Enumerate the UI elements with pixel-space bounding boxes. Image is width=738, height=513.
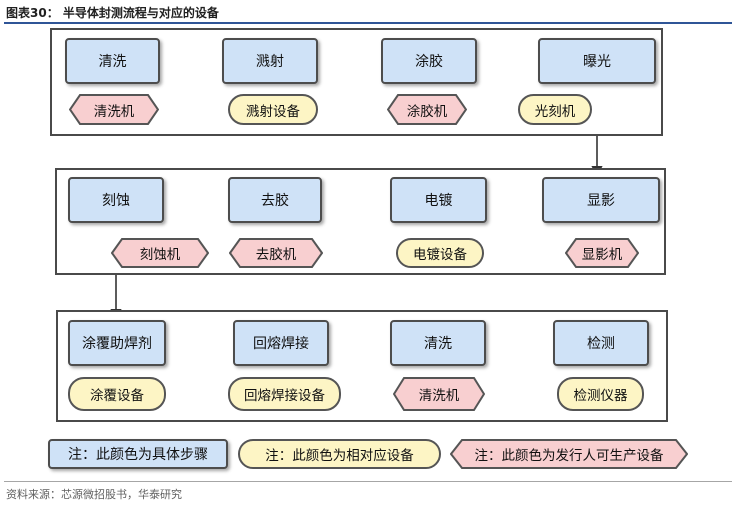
issuer-equipment-shape <box>229 238 323 268</box>
issuer-equipment-shape <box>69 94 159 125</box>
step-box: 涂胶 <box>381 38 477 84</box>
equipment-tag: 检测仪器 <box>557 377 644 411</box>
legend-issuer-label: 注：此颜色为发行人可生产设备 <box>474 448 664 464</box>
equipment-label: 光刻机 <box>534 103 576 120</box>
step-label: 涂覆助焊剂 <box>82 336 152 352</box>
step-box: 显影 <box>542 177 660 223</box>
step-label: 检测 <box>587 336 615 352</box>
legend-issuer: 注：此颜色为发行人可生产设备 <box>450 439 688 469</box>
step-label: 清洗 <box>98 54 127 70</box>
step-label: 涂胶 <box>415 54 443 70</box>
step-label: 刻蚀 <box>102 193 130 209</box>
issuer-equipment-tag: 刻蚀机 <box>111 238 209 268</box>
source-note: 资料来源：芯源微招股书，华泰研究 <box>6 488 182 501</box>
issuer-equipment-label: 清洗机 <box>418 388 460 404</box>
source-rule <box>4 481 732 482</box>
equipment-label: 回熔焊接设备 <box>244 388 325 404</box>
issuer-equipment-tag: 去胶机 <box>229 238 323 268</box>
step-box: 电镀 <box>390 177 487 223</box>
issuer-equipment-tag: 显影机 <box>565 238 639 268</box>
figure-title: 图表30： 半导体封测流程与对应的设备 <box>6 6 219 20</box>
equipment-tag: 电镀设备 <box>396 238 484 268</box>
step-box: 去胶 <box>228 177 322 223</box>
step-label: 电镀 <box>424 193 453 209</box>
step-box: 清洗 <box>65 38 160 84</box>
legend-issuer-shape <box>450 439 688 469</box>
issuer-equipment-shape <box>393 377 485 411</box>
step-label: 回熔焊接 <box>253 336 309 352</box>
step-box: 刻蚀 <box>68 177 164 223</box>
issuer-equipment-shape <box>387 94 467 125</box>
issuer-equipment-tag: 清洗机 <box>69 94 159 125</box>
legend-equipment-label: 注：此颜色为相对应设备 <box>265 448 414 464</box>
legend-step-label: 注：此颜色为具体步骤 <box>68 447 208 463</box>
equipment-label: 涂覆设备 <box>90 388 144 404</box>
equipment-label: 电镀设备 <box>413 247 467 263</box>
issuer-equipment-label: 涂胶机 <box>406 103 448 120</box>
step-label: 去胶 <box>261 193 289 209</box>
equipment-tag: 涂覆设备 <box>68 377 166 411</box>
equipment-label: 检测仪器 <box>573 388 628 404</box>
step-box: 涂覆助焊剂 <box>68 320 166 366</box>
title-rule <box>4 22 732 24</box>
issuer-equipment-label: 显影机 <box>581 247 623 263</box>
issuer-equipment-shape <box>565 238 639 268</box>
issuer-equipment-tag: 清洗机 <box>393 377 485 411</box>
equipment-tag: 回熔焊接设备 <box>228 377 341 411</box>
legend-equipment: 注：此颜色为相对应设备 <box>238 439 441 469</box>
step-box: 清洗 <box>390 320 486 366</box>
issuer-equipment-label: 去胶机 <box>255 247 297 263</box>
equipment-tag: 溅射设备 <box>228 94 318 125</box>
equipment-tag: 光刻机 <box>518 94 592 125</box>
issuer-equipment-shape <box>111 238 209 268</box>
step-box: 检测 <box>553 320 649 366</box>
step-box: 曝光 <box>538 38 656 84</box>
issuer-equipment-label: 清洗机 <box>93 103 135 120</box>
step-box: 回熔焊接 <box>233 320 329 366</box>
legend-step: 注：此颜色为具体步骤 <box>48 439 228 469</box>
step-label: 溅射 <box>256 54 284 70</box>
issuer-equipment-label: 刻蚀机 <box>139 247 181 263</box>
step-box: 溅射 <box>222 38 318 84</box>
issuer-equipment-tag: 涂胶机 <box>387 94 467 125</box>
step-label: 显影 <box>587 193 615 209</box>
step-label: 清洗 <box>424 336 452 352</box>
step-label: 曝光 <box>583 54 611 70</box>
equipment-label: 溅射设备 <box>246 103 300 120</box>
